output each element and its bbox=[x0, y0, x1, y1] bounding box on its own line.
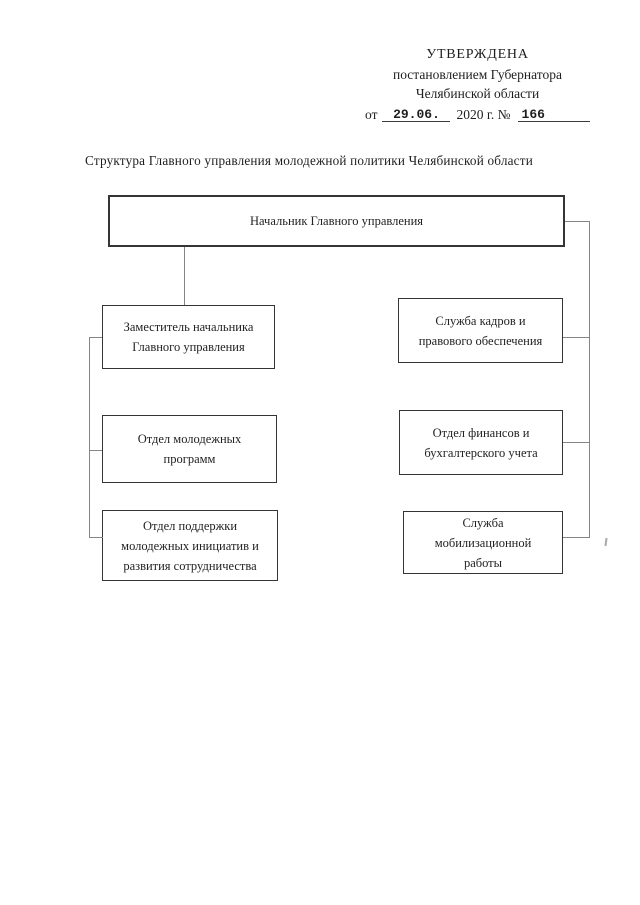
approval-line-resolution: постановлением Губернатора bbox=[393, 66, 562, 82]
number-underline: 166 bbox=[517, 105, 590, 122]
org-box-chief: Начальник Главного управления bbox=[108, 195, 565, 247]
connector-deputy-stub bbox=[89, 337, 102, 338]
approval-line-approved: УТВЕРЖДЕНА bbox=[426, 47, 529, 62]
org-box-hr-legal: Служба кадров и правового обеспечения bbox=[398, 298, 563, 363]
org-box-mobilization: Служба мобилизационной работы bbox=[403, 511, 563, 574]
connector-initiatives-stub bbox=[89, 537, 103, 538]
connector-finance-stub bbox=[563, 442, 589, 443]
approval-line-region: Челябинской области bbox=[415, 86, 540, 101]
connector-left-vertical bbox=[89, 337, 90, 538]
date-underline: 29.06. bbox=[382, 105, 451, 122]
connector-programs-stub bbox=[89, 450, 102, 451]
approval-date-line: от 29.06. 2020 г. № 166 bbox=[360, 105, 595, 125]
typed-date-value: 29.06. bbox=[393, 106, 440, 122]
approval-stamp-block: УТВЕРЖДЕНА постановлением Губернатора Че… bbox=[360, 45, 595, 124]
page-title: Структура Главного управления молодежной… bbox=[85, 153, 533, 168]
date-middle-label: 2020 г. № bbox=[456, 106, 511, 122]
org-box-deputy: Заместитель начальника Главного управлен… bbox=[102, 305, 275, 369]
typed-number-value: 166 bbox=[521, 106, 545, 122]
date-prefix-label: от bbox=[365, 106, 378, 122]
connector-mobilization-stub bbox=[563, 537, 590, 538]
org-box-finance-accounting: Отдел финансов и бухгалтерского учета bbox=[399, 410, 563, 475]
connector-right-vertical bbox=[589, 221, 590, 538]
connector-chief-right-stub bbox=[565, 221, 590, 222]
org-box-youth-programs: Отдел молодежных программ bbox=[102, 415, 277, 483]
connector-chief-to-deputy bbox=[184, 247, 185, 305]
org-box-initiatives-support: Отдел поддержки молодежных инициатив и р… bbox=[102, 510, 278, 581]
connector-hr-stub bbox=[563, 337, 589, 338]
scan-artifact-mark bbox=[604, 537, 608, 547]
